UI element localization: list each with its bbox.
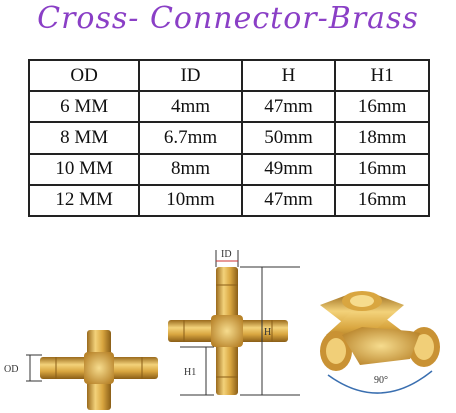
h-dimension: H	[240, 266, 300, 396]
header-id: ID	[138, 58, 243, 93]
page-title: Cross- Connector-Brass	[37, 1, 419, 36]
angle-indicator: 90°	[327, 370, 433, 394]
header-od: OD	[27, 58, 141, 93]
table-header-row: OD ID H H1	[27, 58, 430, 93]
cell-od: 10 MM	[27, 152, 141, 186]
cell-od: 12 MM	[27, 183, 141, 218]
cell-h: 47mm	[240, 90, 337, 124]
table-row: 8 MM 6.7mm 50mm 18mm	[27, 121, 430, 155]
table-row: 10 MM 8mm 49mm 16mm	[27, 152, 430, 186]
cell-h1: 16mm	[334, 90, 430, 124]
header-h1: H1	[334, 58, 430, 93]
cell-h: 50mm	[240, 121, 337, 155]
cell-h1: 16mm	[334, 152, 430, 186]
cell-id: 6.7mm	[138, 121, 243, 155]
id-dimension: ID	[215, 249, 239, 267]
angle-label: 90°	[374, 375, 388, 386]
cell-h1: 16mm	[334, 183, 430, 218]
header-h: H	[240, 58, 337, 93]
table-row: 12 MM 10mm 47mm 16mm	[27, 183, 430, 218]
cross-connector-right	[320, 291, 440, 371]
table-row: 6 MM 4mm 47mm 16mm	[27, 90, 430, 124]
cell-od: 6 MM	[27, 90, 141, 124]
cell-id: 8mm	[138, 152, 243, 186]
h-label: H	[264, 327, 271, 338]
cell-h: 47mm	[240, 183, 337, 218]
od-label: OD	[4, 364, 18, 375]
spec-table: OD ID H H1 6 MM 4mm 47mm 16mm 8 MM 6.7mm…	[27, 58, 430, 218]
cell-od: 8 MM	[27, 121, 141, 155]
cell-h1: 18mm	[334, 121, 430, 155]
h1-label: H1	[184, 367, 196, 378]
id-label: ID	[221, 249, 232, 260]
h1-dimension: H1	[180, 346, 214, 396]
cross-connector-left	[40, 330, 158, 410]
cell-id: 4mm	[138, 90, 243, 124]
od-dimension: OD	[4, 354, 42, 382]
cell-id: 10mm	[138, 183, 243, 218]
cross-connector-middle	[168, 267, 288, 395]
connector-diagram: OD ID H H1	[4, 249, 440, 410]
cell-h: 49mm	[240, 152, 337, 186]
